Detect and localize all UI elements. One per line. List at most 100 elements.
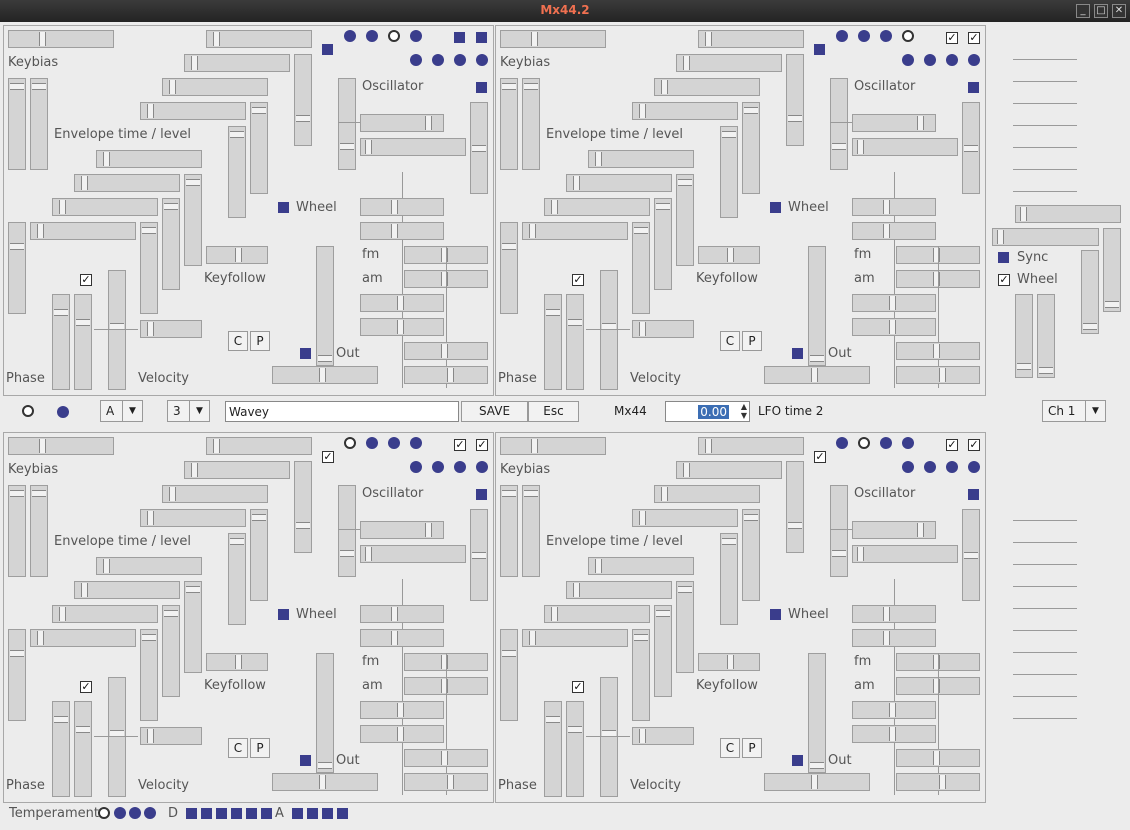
env-slider-2[interactable] <box>184 54 290 72</box>
env-vslider-6[interactable] <box>632 222 650 314</box>
waveform-radio-3[interactable] <box>880 437 892 449</box>
out-toggle[interactable] <box>300 348 311 359</box>
env-vslider-1[interactable] <box>786 54 804 146</box>
osc-checkbox-1[interactable]: ✓ <box>946 438 958 451</box>
out-slider-1[interactable] <box>404 749 488 767</box>
env-slider-6[interactable] <box>566 581 672 599</box>
mod-slider-1[interactable] <box>360 605 444 623</box>
mod-slider-2[interactable] <box>360 222 444 240</box>
waveform-radio-2[interactable] <box>366 30 378 42</box>
phase-vslider-2[interactable] <box>74 701 92 797</box>
osc-checkbox-3[interactable]: ✓ <box>322 450 334 463</box>
env-slider-7[interactable] <box>52 605 158 623</box>
temperament-note-toggle[interactable] <box>216 808 227 819</box>
global-vslider-4[interactable] <box>1037 294 1055 378</box>
env-slider-3[interactable] <box>162 485 268 503</box>
close-icon[interactable]: ✕ <box>1112 4 1126 18</box>
waveform-radio-1[interactable] <box>344 437 356 449</box>
mode-radio-1[interactable] <box>22 405 34 417</box>
env-slider-7[interactable] <box>544 605 650 623</box>
oscillator-vslider-2[interactable] <box>470 509 488 601</box>
env-slider-8[interactable] <box>522 629 628 647</box>
oscillator-slider-2[interactable] <box>852 138 958 156</box>
phase-vslider-1[interactable] <box>544 294 562 390</box>
global-vslider-1[interactable] <box>1081 250 1099 334</box>
env-vslider-5[interactable] <box>654 605 672 697</box>
mod-slider-3[interactable] <box>852 294 936 312</box>
keybias-vslider-1[interactable] <box>8 78 26 170</box>
osc-checkbox-2[interactable]: ✓ <box>968 31 980 44</box>
osc-toggle-3[interactable] <box>322 44 333 55</box>
paste-button[interactable]: P <box>742 331 762 351</box>
env-vslider-5[interactable] <box>162 605 180 697</box>
env-vslider-3[interactable] <box>720 126 738 218</box>
velocity-checkbox[interactable]: ✓ <box>572 680 584 693</box>
oscillator-slider-1[interactable] <box>360 521 444 539</box>
copy-button[interactable]: C <box>720 331 740 351</box>
oscillator-vslider[interactable] <box>338 78 356 170</box>
esc-button[interactable]: Esc <box>528 401 579 422</box>
oscillator-toggle[interactable] <box>968 82 979 93</box>
oscillator-toggle[interactable] <box>968 489 979 500</box>
waveform-radio-3[interactable] <box>388 30 400 42</box>
env-slider-5[interactable] <box>96 557 202 575</box>
waveform-radio-8[interactable] <box>968 461 980 473</box>
env-slider-3[interactable] <box>162 78 268 96</box>
env-vslider-2[interactable] <box>250 102 268 194</box>
velocity-slider[interactable] <box>140 727 202 745</box>
osc-checkbox-1[interactable]: ✓ <box>454 438 466 451</box>
out-vslider[interactable] <box>808 653 826 773</box>
out-toggle[interactable] <box>792 755 803 766</box>
env-vslider-1[interactable] <box>294 54 312 146</box>
global-slider-1[interactable] <box>1015 205 1121 223</box>
mod-slider-1[interactable] <box>852 198 936 216</box>
temperament-note-toggle[interactable] <box>292 808 303 819</box>
waveform-radio-1[interactable] <box>836 30 848 42</box>
phase-offset-slider[interactable] <box>272 773 378 791</box>
mod-slider-3[interactable] <box>360 701 444 719</box>
waveform-radio-5[interactable] <box>902 461 914 473</box>
temperament-note-toggle[interactable] <box>337 808 348 819</box>
keybias-vslider-2[interactable] <box>522 485 540 577</box>
out-slider-2[interactable] <box>404 773 488 791</box>
temperament-note-toggle[interactable] <box>261 808 272 819</box>
env-slider-6[interactable] <box>566 174 672 192</box>
mod-slider-2[interactable] <box>360 629 444 647</box>
env-slider-3[interactable] <box>654 78 760 96</box>
wheel-toggle[interactable] <box>770 202 781 213</box>
env-vslider-4[interactable] <box>676 174 694 266</box>
keyfollow-slider[interactable] <box>206 246 268 264</box>
env-slider-7[interactable] <box>544 198 650 216</box>
keybias-vslider-1[interactable] <box>500 485 518 577</box>
velocity-slider[interactable] <box>140 320 202 338</box>
mod-slider-1[interactable] <box>852 605 936 623</box>
env-slider-4[interactable] <box>140 102 246 120</box>
phase-vslider-2[interactable] <box>566 701 584 797</box>
env-slider-1[interactable] <box>698 30 804 48</box>
oscillator-vslider-2[interactable] <box>962 509 980 601</box>
env-slider-1[interactable] <box>206 30 312 48</box>
env-slider-1[interactable] <box>206 437 312 455</box>
channel-select[interactable]: Ch 1▼ <box>1042 400 1106 422</box>
mod-slider-4[interactable] <box>852 725 936 743</box>
temperament-radio-3[interactable] <box>129 807 141 819</box>
mod-slider-1[interactable] <box>360 198 444 216</box>
env-vslider-6[interactable] <box>140 629 158 721</box>
waveform-radio-6[interactable] <box>432 461 444 473</box>
env-slider-3[interactable] <box>654 485 760 503</box>
phase-vslider-2[interactable] <box>566 294 584 390</box>
mod-slider-3[interactable] <box>852 701 936 719</box>
env-slider-1[interactable] <box>698 437 804 455</box>
env-slider-5[interactable] <box>96 150 202 168</box>
velocity-vslider[interactable] <box>108 270 126 390</box>
out-vslider[interactable] <box>808 246 826 366</box>
waveform-radio-6[interactable] <box>432 54 444 66</box>
phase-vslider-1[interactable] <box>52 294 70 390</box>
env-vslider-3[interactable] <box>228 533 246 625</box>
env-vslider-2[interactable] <box>742 102 760 194</box>
copy-button[interactable]: C <box>720 738 740 758</box>
global-vslider-3[interactable] <box>1015 294 1033 378</box>
env-vslider-4[interactable] <box>184 174 202 266</box>
oscillator-toggle[interactable] <box>476 489 487 500</box>
env-slider-6[interactable] <box>74 174 180 192</box>
